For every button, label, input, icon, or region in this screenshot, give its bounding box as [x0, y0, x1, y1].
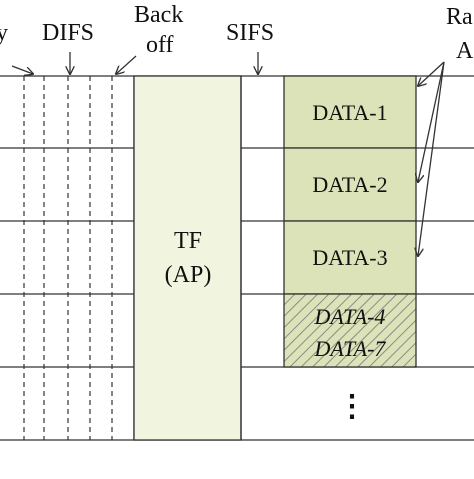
data-block-1-label: DATA-1 — [312, 100, 387, 125]
label-backoff-line2: off — [146, 32, 174, 58]
label-backoff-line1: Back — [134, 2, 183, 28]
label-sifs: SIFS — [226, 20, 274, 46]
collision-block-line1: DATA-4 — [314, 304, 386, 329]
label-y-fragment: y — [0, 20, 8, 46]
tf-label-line2: (AP) — [165, 262, 212, 288]
pointer-arrow-backoff — [116, 55, 137, 74]
data-block-3-label: DATA-3 — [312, 245, 387, 270]
collision-block-line2: DATA-7 — [314, 336, 387, 361]
collision-block — [283, 293, 417, 368]
data-block-1 — [283, 75, 417, 149]
more-rows-indicator: ⋮ — [337, 390, 367, 423]
data-block-2-label: DATA-2 — [312, 172, 387, 197]
pointer-arrow-y — [11, 65, 33, 74]
label-pointers — [11, 52, 258, 74]
time-dividers — [23, 76, 113, 440]
tf-label-line1: TF — [174, 228, 202, 254]
trigger-frame-block — [133, 75, 242, 441]
label-ra-fragment-line2: A — [456, 38, 474, 64]
ra-arrow-data1 — [418, 61, 445, 86]
label-ra-fragment-line1: Ra — [446, 4, 473, 30]
ra-arrow-data3 — [418, 61, 445, 256]
label-difs: DIFS — [42, 20, 94, 46]
ra-arrow-data2 — [418, 61, 445, 182]
ra-arrows — [418, 61, 445, 256]
